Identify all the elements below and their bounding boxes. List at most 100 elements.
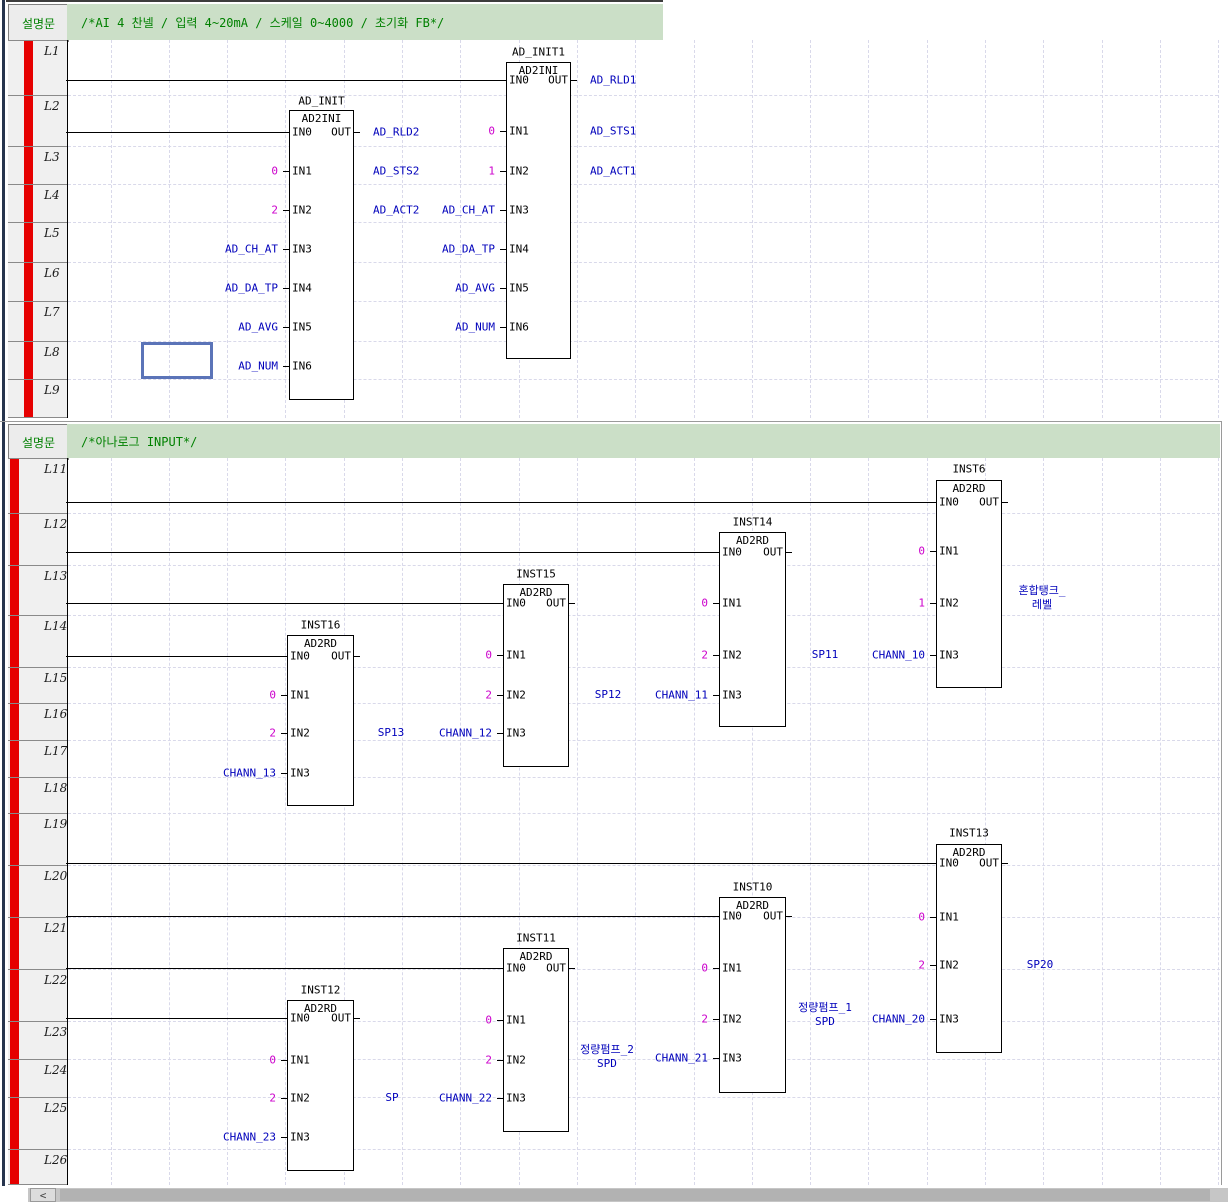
- operand-AD_ACT1[interactable]: AD_ACT1: [590, 164, 637, 178]
- rung-label-L7[interactable]: L7: [8, 301, 67, 341]
- rung-number: L3: [44, 150, 60, 164]
- rung-label-L18[interactable]: L18: [8, 777, 67, 813]
- operand-AD_STS1[interactable]: AD_STS1: [590, 124, 637, 138]
- operand-2[interactable]: 2: [701, 648, 708, 662]
- operand-0[interactable]: 0: [271, 164, 278, 178]
- operand-CHANN_13[interactable]: CHANN_13: [223, 766, 276, 780]
- operand-AD_STS2[interactable]: AD_STS2: [373, 164, 420, 178]
- grid-vline: [985, 40, 986, 418]
- fb-block-INST6[interactable]: [936, 480, 1002, 688]
- operand-AD_RLD1[interactable]: AD_RLD1: [590, 73, 637, 87]
- rung-label-L6[interactable]: L6: [8, 262, 67, 301]
- float-label-혼합탱크_[interactable]: 혼합탱크_레벨: [1018, 584, 1065, 612]
- operand-2[interactable]: 2: [701, 1012, 708, 1026]
- operand-2[interactable]: 2: [271, 203, 278, 217]
- operand-AD_DA_TP[interactable]: AD_DA_TP: [225, 281, 278, 295]
- rung-label-L9[interactable]: L9: [8, 379, 67, 418]
- float-label-SP20[interactable]: SP20: [1027, 958, 1054, 972]
- operand-CHANN_12[interactable]: CHANN_12: [439, 726, 492, 740]
- fb-block-AD_INIT1[interactable]: [506, 62, 571, 359]
- rung-active-bar: [10, 1098, 19, 1149]
- rung-label-L16[interactable]: L16: [8, 703, 67, 740]
- fb-block-INST16[interactable]: [287, 635, 354, 806]
- rung-comment[interactable]: /*아나로그 INPUT*/: [67, 424, 1220, 458]
- rung-label-L2[interactable]: L2: [8, 95, 67, 146]
- rung-label-L20[interactable]: L20: [8, 865, 67, 917]
- grid-vline: [1218, 458, 1220, 1185]
- fb-pin-in2: IN2: [290, 726, 310, 740]
- operand-AD_CH_AT[interactable]: AD_CH_AT: [225, 242, 278, 256]
- rung-label-L17[interactable]: L17: [8, 740, 67, 777]
- fb-pin-in6: IN6: [509, 320, 529, 334]
- rung-label-L26[interactable]: L26: [8, 1149, 67, 1185]
- rung-label-L8[interactable]: L8: [8, 341, 67, 379]
- float-label-SP13[interactable]: SP13: [378, 726, 405, 740]
- operand-0[interactable]: 0: [269, 688, 276, 702]
- operand-0[interactable]: 0: [488, 124, 495, 138]
- operand-AD_ACT2[interactable]: AD_ACT2: [373, 203, 420, 217]
- fb-block-INST10[interactable]: [719, 897, 786, 1093]
- rung-label-L5[interactable]: L5: [8, 222, 67, 262]
- rung-label-L15[interactable]: L15: [8, 667, 67, 703]
- operand-0[interactable]: 0: [918, 544, 925, 558]
- rung-label-L23[interactable]: L23: [8, 1021, 67, 1059]
- operand-AD_NUM[interactable]: AD_NUM: [455, 320, 495, 334]
- operand-CHANN_23[interactable]: CHANN_23: [223, 1130, 276, 1144]
- operand-AD_AVG[interactable]: AD_AVG: [238, 320, 278, 334]
- operand-CHANN_20[interactable]: CHANN_20: [872, 1012, 925, 1026]
- float-label-SP[interactable]: SP: [385, 1091, 398, 1105]
- operand-1[interactable]: 1: [918, 596, 925, 610]
- rung-label-L25[interactable]: L25: [8, 1097, 67, 1149]
- float-label-SP12[interactable]: SP12: [595, 688, 622, 702]
- rung-label-L14[interactable]: L14: [8, 615, 67, 667]
- scroll-left-button[interactable]: <: [30, 1188, 56, 1202]
- fb-block-INST11[interactable]: [503, 948, 569, 1132]
- operand-0[interactable]: 0: [269, 1053, 276, 1067]
- fb-block-AD_INIT[interactable]: [289, 110, 354, 400]
- rung-number: L15: [44, 671, 68, 685]
- operand-0[interactable]: 0: [485, 1013, 492, 1027]
- operand-AD_RLD2[interactable]: AD_RLD2: [373, 125, 420, 139]
- operand-CHANN_10[interactable]: CHANN_10: [872, 648, 925, 662]
- fb-block-INST14[interactable]: [719, 532, 786, 727]
- operand-AD_DA_TP[interactable]: AD_DA_TP: [442, 242, 495, 256]
- operand-2[interactable]: 2: [269, 726, 276, 740]
- rung-label-L4[interactable]: L4: [8, 184, 67, 222]
- rung-label-L3[interactable]: L3: [8, 146, 67, 184]
- operand-AD_CH_AT[interactable]: AD_CH_AT: [442, 203, 495, 217]
- fb-block-INST13[interactable]: [936, 844, 1002, 1053]
- operand-0[interactable]: 0: [485, 648, 492, 662]
- rung-active-bar: [10, 1060, 19, 1097]
- float-label-SP11[interactable]: SP11: [812, 648, 839, 662]
- operand-2[interactable]: 2: [485, 1053, 492, 1067]
- rung-label-L1[interactable]: L1: [8, 40, 67, 95]
- rung-label-L22[interactable]: L22: [8, 969, 67, 1021]
- fb-in-tick: [500, 249, 506, 250]
- fb-pin-in1: IN1: [290, 1053, 310, 1067]
- operand-2[interactable]: 2: [269, 1091, 276, 1105]
- operand-AD_AVG[interactable]: AD_AVG: [455, 281, 495, 295]
- operand-AD_NUM[interactable]: AD_NUM: [238, 359, 278, 373]
- rung-label-L24[interactable]: L24: [8, 1059, 67, 1097]
- rung-comment[interactable]: /*AI 4 찬넬 / 입력 4~20mA / 스케일 0~4000 / 초기화…: [67, 4, 663, 40]
- operand-0[interactable]: 0: [918, 910, 925, 924]
- operand-CHANN_22[interactable]: CHANN_22: [439, 1091, 492, 1105]
- rung-label-L11[interactable]: L11: [8, 458, 67, 513]
- operand-2[interactable]: 2: [485, 688, 492, 702]
- operand-CHANN_21[interactable]: CHANN_21: [655, 1051, 708, 1065]
- operand-1[interactable]: 1: [488, 164, 495, 178]
- operand-2[interactable]: 2: [918, 958, 925, 972]
- operand-0[interactable]: 0: [701, 596, 708, 610]
- fb-pin-in3: IN3: [509, 203, 529, 217]
- operand-CHANN_11[interactable]: CHANN_11: [655, 688, 708, 702]
- fb-block-INST15[interactable]: [503, 584, 569, 767]
- rung-label-L12[interactable]: L12: [8, 513, 67, 565]
- operand-0[interactable]: 0: [701, 961, 708, 975]
- fb-block-INST12[interactable]: [287, 1000, 354, 1171]
- rung-label-L13[interactable]: L13: [8, 565, 67, 615]
- rung-label-L19[interactable]: L19: [8, 813, 67, 865]
- horizontal-scrollbar-thumb[interactable]: [60, 1189, 1210, 1201]
- rung-label-L21[interactable]: L21: [8, 917, 67, 969]
